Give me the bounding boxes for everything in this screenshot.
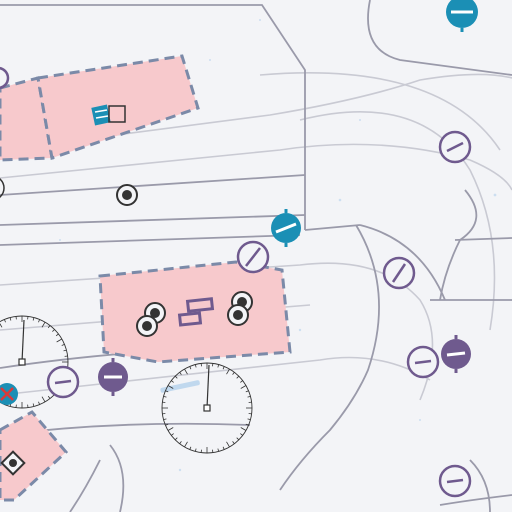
dial-tick: [9, 317, 12, 321]
dial-tick: [247, 418, 251, 421]
crosswalk-marker-icon[interactable]: [236, 240, 270, 274]
dial-tick: [38, 401, 40, 405]
dial-tick: [226, 441, 230, 448]
dial-tick: [174, 375, 178, 379]
dial-tick: [194, 364, 197, 368]
stop-sign-icon[interactable]: [98, 358, 128, 396]
bollard-icon[interactable]: [227, 291, 253, 326]
dial-tick: [0, 323, 3, 328]
crosswalk-marker-icon[interactable]: [46, 365, 80, 399]
stop-sign-icon[interactable]: [441, 335, 471, 373]
dial-tick: [167, 427, 174, 431]
dial-tick: [226, 368, 230, 375]
crosswalk-marker-icon[interactable]: [406, 345, 440, 379]
dial-tick: [194, 448, 197, 452]
traffic-signal-icon[interactable]: [271, 209, 301, 247]
dial-tick: [163, 418, 167, 421]
parking-slot-icon[interactable]: [177, 297, 215, 327]
dial-tick: [171, 433, 174, 436]
dial-tick: [189, 446, 192, 450]
dial-tick: [184, 368, 188, 375]
dial-tick: [184, 441, 188, 448]
dial-tick: [38, 319, 40, 323]
dial-tick: [247, 395, 251, 398]
dial-tick: [222, 446, 225, 450]
dial-tick: [52, 329, 55, 332]
zone-southwest: [0, 410, 69, 502]
dial-tick: [41, 321, 46, 328]
dial-tick: [174, 437, 178, 441]
dial-tick: [240, 380, 243, 383]
dial-tick: [236, 437, 240, 441]
dial-tick: [165, 390, 169, 393]
dial-tick: [61, 344, 65, 346]
dial-tick: [240, 427, 247, 431]
dial-tick: [179, 441, 182, 444]
dial-tick: [236, 375, 240, 379]
dial-gauge-icon[interactable]: [161, 362, 253, 454]
dial-tick: [167, 385, 174, 389]
water-accent: [160, 380, 200, 393]
traffic-signal-icon[interactable]: [446, 0, 478, 32]
dial-tick: [232, 441, 235, 444]
bollard-icon[interactable]: [116, 184, 138, 206]
dial-tick: [189, 366, 192, 370]
bollard-icon[interactable]: [0, 450, 26, 476]
crosswalk-marker-icon[interactable]: [438, 464, 472, 498]
dial-tick: [56, 338, 63, 343]
dial-tick: [47, 325, 51, 329]
dial-tick: [63, 349, 67, 352]
parking-slot-icon[interactable]: [91, 104, 126, 126]
bollard-icon: [0, 178, 5, 198]
closed-x-icon[interactable]: [0, 383, 18, 405]
dial-tick: [240, 433, 243, 436]
dial-tick: [41, 396, 46, 403]
zone-north: [36, 54, 200, 160]
crosswalk-marker-icon[interactable]: [438, 130, 472, 164]
dial-tick: [240, 385, 247, 389]
dial-tick: [32, 403, 35, 407]
crosswalk-marker-icon[interactable]: [382, 256, 416, 290]
dial-tick: [217, 448, 220, 452]
dial-tick: [222, 366, 225, 370]
dial-tick: [171, 380, 174, 383]
dial-tick: [47, 395, 51, 399]
dial-tick: [4, 319, 6, 323]
dial-tick: [55, 333, 59, 337]
dial-tick: [245, 423, 249, 426]
dial-tick: [217, 364, 220, 368]
dial-tick: [32, 317, 35, 321]
crosswalk-marker-icon[interactable]: [0, 66, 10, 90]
dial-tick: [165, 423, 169, 426]
dial-tick: [232, 372, 235, 375]
bollard-icon[interactable]: [136, 302, 166, 337]
dial-tick: [245, 390, 249, 393]
dial-tick: [179, 372, 182, 375]
dial-tick: [163, 395, 167, 398]
